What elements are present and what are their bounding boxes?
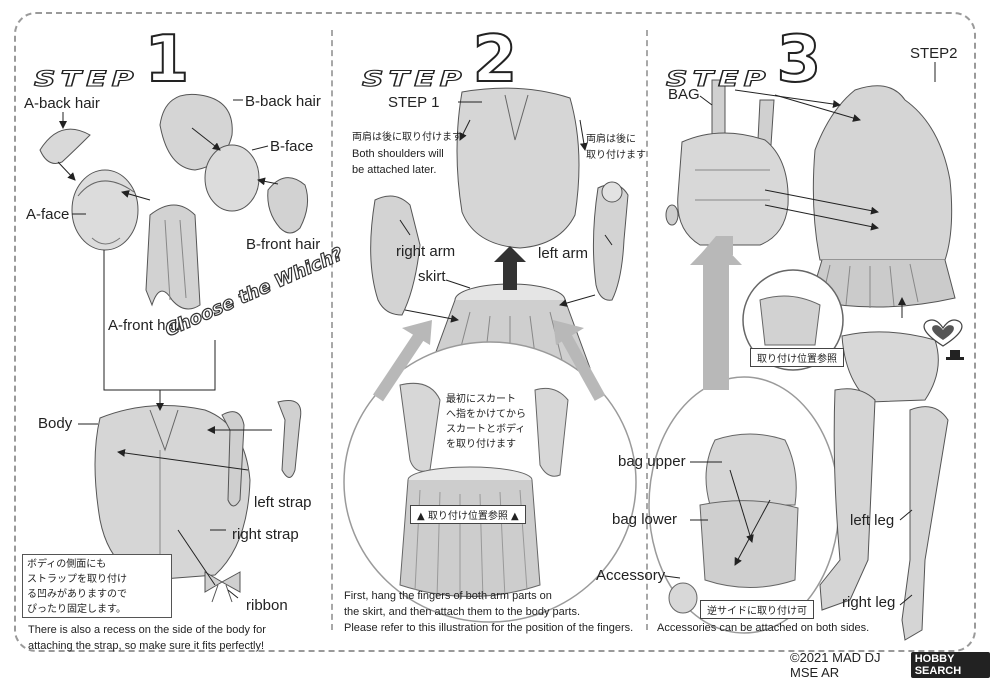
step-3-number: 3 bbox=[776, 23, 823, 97]
strap-recess-note-jp: ボディの側面にも ストラップを取り付け る凹みがありますので ぴったり固定します… bbox=[22, 554, 172, 618]
label-b-back-hair: B-back hair bbox=[245, 93, 321, 110]
hang-fingers-note-en: First, hang the fingers of both arm part… bbox=[344, 588, 633, 636]
hang-en-line-2: the skirt, and then attach them to the b… bbox=[344, 606, 581, 618]
shoulders-en-line-2: be attached later. bbox=[352, 164, 437, 176]
strap-recess-note-en: There is also a recess on the side of th… bbox=[28, 622, 266, 654]
shoulders-en-line-1: Both shoulders will bbox=[352, 148, 444, 160]
bag-part bbox=[665, 79, 789, 246]
left-arm-part bbox=[592, 181, 629, 301]
en-note-line-1: There is also a recess on the side of th… bbox=[28, 624, 266, 636]
label-skirt: skirt bbox=[418, 268, 446, 285]
label-body: Body bbox=[38, 415, 73, 432]
label-left-leg: left leg bbox=[850, 512, 895, 529]
hang-en-line-1: First, hang the fingers of both arm part… bbox=[344, 590, 552, 602]
jp-note-line-1: ボディの側面にも bbox=[27, 559, 107, 570]
a-back-hair-part bbox=[39, 128, 91, 164]
step3-figure-part bbox=[809, 85, 956, 308]
right-strap-part bbox=[221, 411, 245, 507]
right-arm-part bbox=[370, 195, 421, 316]
label-left-arm: left arm bbox=[538, 245, 589, 262]
label-right-leg: right leg bbox=[842, 594, 896, 611]
en-note-line-2: attaching the strap, so make sure it fit… bbox=[28, 640, 264, 652]
body-part bbox=[94, 405, 251, 581]
step-2-word: STEP bbox=[361, 66, 467, 91]
shoulders-right-line-2: 取り付けます bbox=[586, 150, 646, 161]
a-face-part bbox=[71, 169, 139, 251]
copyright-text: ©2021 MAD DJ MSE AR bbox=[790, 650, 881, 680]
bag-position-closeup bbox=[742, 269, 844, 371]
label-a-back-hair: A-back hair bbox=[24, 95, 100, 112]
hang-jp-line-1: 最初にスカート bbox=[446, 394, 516, 405]
b-back-hair-part bbox=[159, 93, 233, 171]
label-bag-lower: bag lower bbox=[612, 511, 678, 528]
b-face-part bbox=[204, 144, 260, 212]
either-side-tag: 逆サイドに取り付け可 bbox=[700, 600, 814, 619]
label-b-face: B-face bbox=[270, 138, 314, 155]
label-bag-upper: bag upper bbox=[618, 453, 686, 470]
heart-icon bbox=[923, 319, 963, 347]
arrow-up-icon bbox=[494, 246, 526, 290]
step2-body-part bbox=[456, 87, 580, 249]
label-a-face: A-face bbox=[26, 206, 70, 223]
step-divider-1 bbox=[331, 30, 333, 630]
accessory-note-en: Accessories can be attached on both side… bbox=[657, 622, 870, 634]
label-b-front-hair: B-front hair bbox=[246, 236, 321, 253]
step-2-title: STEP 2 bbox=[361, 23, 519, 97]
logo-text: HOBBY bbox=[914, 653, 955, 665]
hang-en-line-3: Please refer to this illustration for th… bbox=[344, 622, 634, 634]
a-front-hair-part bbox=[145, 204, 201, 310]
label-right-strap: right strap bbox=[232, 526, 299, 543]
dashed-frame bbox=[14, 12, 976, 652]
step-3-word: STEP bbox=[665, 66, 771, 91]
step-divider-2 bbox=[646, 30, 648, 630]
jp-note-line-2: ストラップを取り付け bbox=[27, 574, 127, 585]
shoulders-jp-line: 両肩は後に取り付けます bbox=[352, 132, 462, 143]
b-front-hair-part bbox=[267, 177, 309, 234]
hang-jp-line-2: へ指をかけてから bbox=[446, 409, 526, 420]
jp-note-line-3: る凹みがありますので bbox=[27, 589, 127, 600]
step3-closeup bbox=[648, 376, 840, 634]
position-ref-tag: ▲ 取り付け位置参照 ▲ bbox=[410, 505, 526, 524]
top-hat-icon bbox=[946, 350, 964, 360]
label-right-arm: right arm bbox=[396, 243, 456, 260]
copyright-footer: ©2021 MAD DJ MSE AR HOBBY SEARCH bbox=[790, 650, 990, 680]
left-strap-part bbox=[277, 400, 302, 478]
jp-note-line-4: ぴったり固定します。 bbox=[27, 604, 126, 615]
label-left-strap: left strap bbox=[254, 494, 312, 511]
step-2-number: 2 bbox=[472, 23, 519, 97]
legs-part bbox=[819, 331, 949, 641]
label-accessory: Accessory bbox=[596, 567, 666, 584]
label-bag: BAG bbox=[668, 86, 700, 103]
step-1-number: 1 bbox=[144, 23, 191, 97]
bag-position-ref-tag: 取り付け位置参照 bbox=[750, 348, 844, 367]
label-step1-ref: STEP 1 bbox=[388, 94, 440, 111]
hobby-search-logo: HOBBY SEARCH bbox=[910, 652, 990, 678]
shoulders-note-right: 両肩は後に 取り付けます bbox=[586, 132, 646, 164]
hang-jp-line-4: を取り付けます bbox=[446, 439, 516, 450]
step-1-word: STEP bbox=[33, 66, 139, 91]
shoulders-note: 両肩は後に取り付けます Both shoulders will be attac… bbox=[352, 130, 462, 178]
label-a-front-hair: A-front hair bbox=[108, 317, 183, 334]
label-ribbon: ribbon bbox=[246, 597, 288, 614]
step-3-title: STEP 3 bbox=[665, 23, 823, 97]
logo-suffix: SEARCH bbox=[914, 665, 962, 677]
hang-jp-line-3: スカートとボディ bbox=[446, 424, 526, 435]
ribbon-part bbox=[204, 571, 241, 603]
step-1-title: STEP 1 bbox=[33, 23, 191, 97]
label-step2-ref: STEP2 bbox=[910, 45, 958, 62]
hang-fingers-note-jp: 最初にスカート へ指をかけてから スカートとボディ を取り付けます bbox=[446, 392, 526, 452]
shoulders-right-line-1: 両肩は後に bbox=[586, 134, 636, 145]
